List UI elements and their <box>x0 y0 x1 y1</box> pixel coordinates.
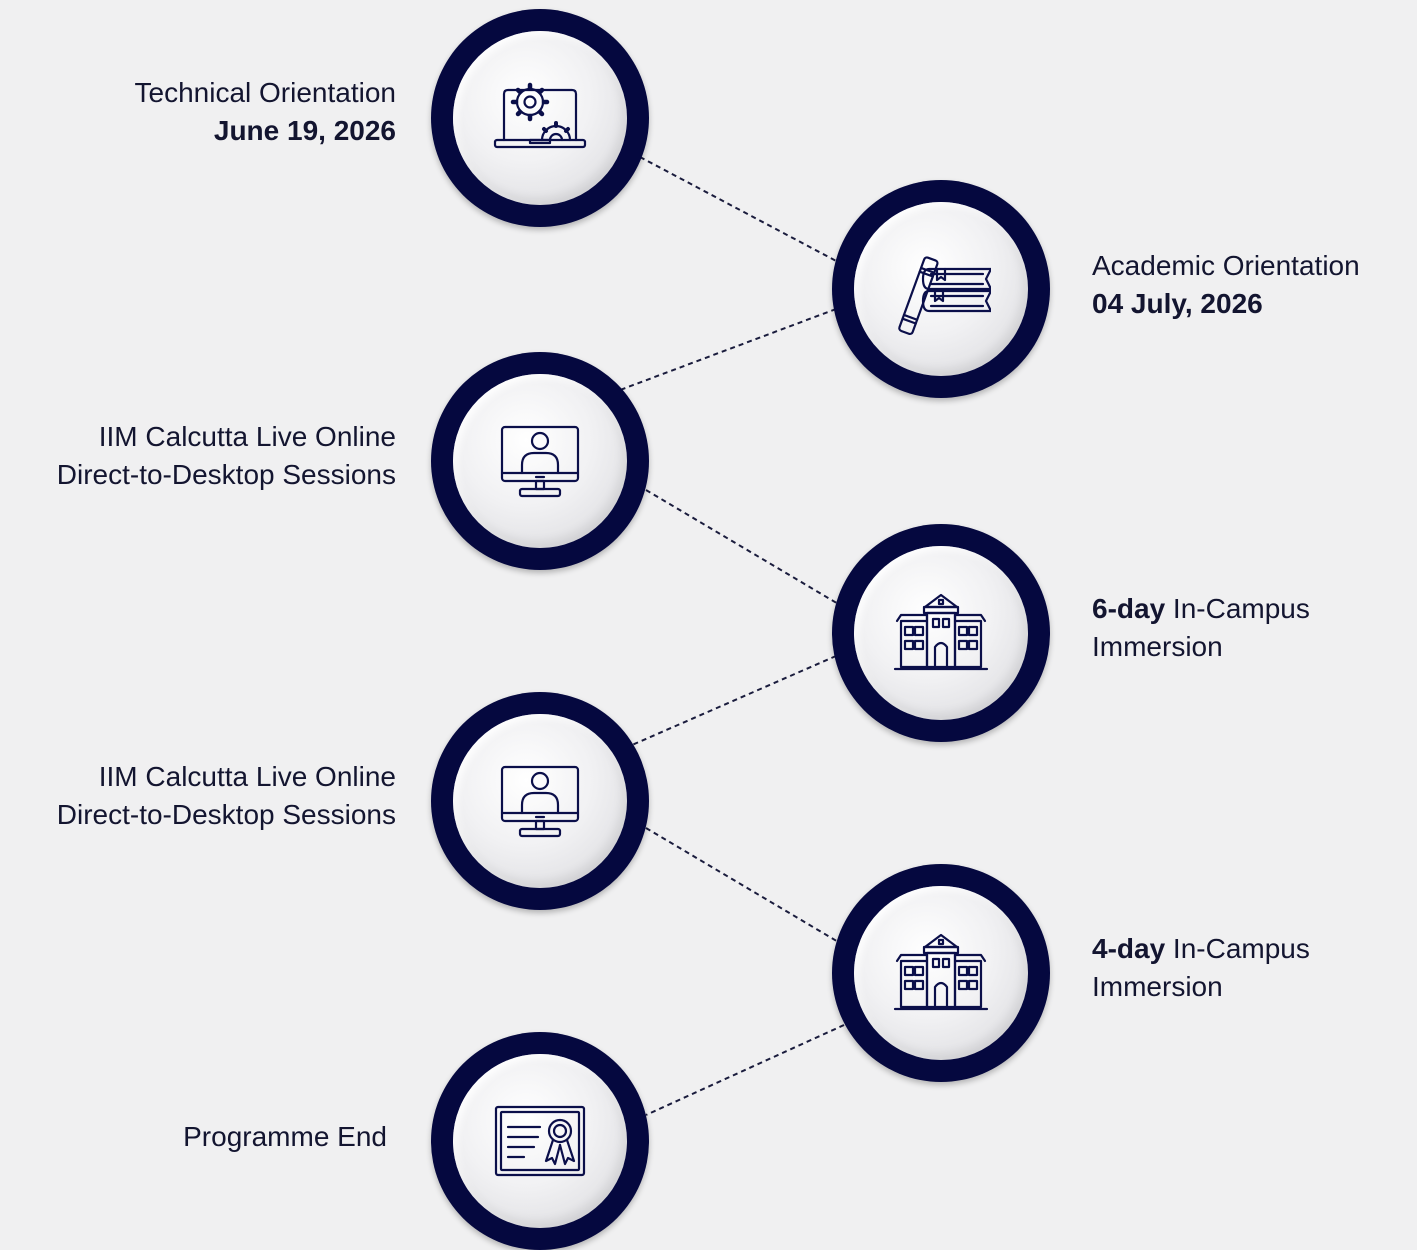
step-6-inner <box>854 886 1028 1060</box>
step-6-node <box>832 864 1050 1082</box>
step-5-subtitle: Direct-to-Desktop Sessions <box>56 799 396 830</box>
step-5-title: IIM Calcutta Live Online <box>98 761 396 792</box>
step-6-duration: 4-day <box>1092 933 1166 964</box>
step-3-node <box>431 352 649 570</box>
step-4-inner <box>854 546 1028 720</box>
connector-5-6 <box>645 827 841 944</box>
step-7-node <box>431 1032 649 1250</box>
step-6-subtitle: Immersion <box>1092 971 1223 1002</box>
step-3-title: IIM Calcutta Live Online <box>98 421 396 452</box>
step-4-title-rest: In-Campus <box>1165 593 1310 624</box>
step-4-label: 6-day In-Campus Immersion <box>1092 590 1310 666</box>
connector-6-7 <box>645 1024 845 1116</box>
step-6-label: 4-day In-Campus Immersion <box>1092 930 1310 1006</box>
step-1-label: Technical Orientation June 19, 2026 <box>135 74 396 150</box>
connector-1-2 <box>639 156 841 264</box>
step-1-title: Technical Orientation <box>134 77 396 108</box>
step-3-label: IIM Calcutta Live Online Direct-to-Deskt… <box>57 418 396 494</box>
step-2-title: Academic Orientation <box>1092 250 1360 281</box>
laptop-gears-icon <box>493 82 587 149</box>
campus-building-icon <box>893 933 989 1011</box>
monitor-user-icon <box>500 425 580 498</box>
step-2-label: Academic Orientation 04 July, 2026 <box>1092 247 1360 323</box>
step-7-title: Programme End <box>183 1121 387 1152</box>
step-6-title-rest: In-Campus <box>1165 933 1310 964</box>
monitor-user-icon <box>500 765 580 838</box>
step-4-duration: 6-day <box>1092 593 1166 624</box>
step-1-node <box>431 9 649 227</box>
books-icon <box>898 256 991 336</box>
step-2-inner <box>854 202 1028 376</box>
step-4-subtitle: Immersion <box>1092 631 1223 662</box>
step-7-label: Programme End <box>183 1118 387 1156</box>
step-7-inner <box>453 1054 627 1228</box>
step-5-inner <box>453 714 627 888</box>
step-1-date: June 19, 2026 <box>213 115 396 146</box>
connector-2-3 <box>619 308 837 391</box>
connector-4-5 <box>631 655 837 746</box>
step-3-subtitle: Direct-to-Desktop Sessions <box>56 459 396 490</box>
step-2-node <box>832 180 1050 398</box>
step-2-date: 04 July, 2026 <box>1092 288 1263 319</box>
step-4-node <box>832 524 1050 742</box>
step-5-label: IIM Calcutta Live Online Direct-to-Deskt… <box>57 758 396 834</box>
campus-building-icon <box>893 593 989 671</box>
step-1-inner <box>453 31 627 205</box>
step-4-title: 6-day In-Campus <box>1092 590 1310 628</box>
connector-3-4 <box>645 489 841 606</box>
step-6-title: 4-day In-Campus <box>1092 930 1310 968</box>
step-3-inner <box>453 374 627 548</box>
step-5-node <box>431 692 649 910</box>
certificate-icon <box>494 1105 586 1177</box>
